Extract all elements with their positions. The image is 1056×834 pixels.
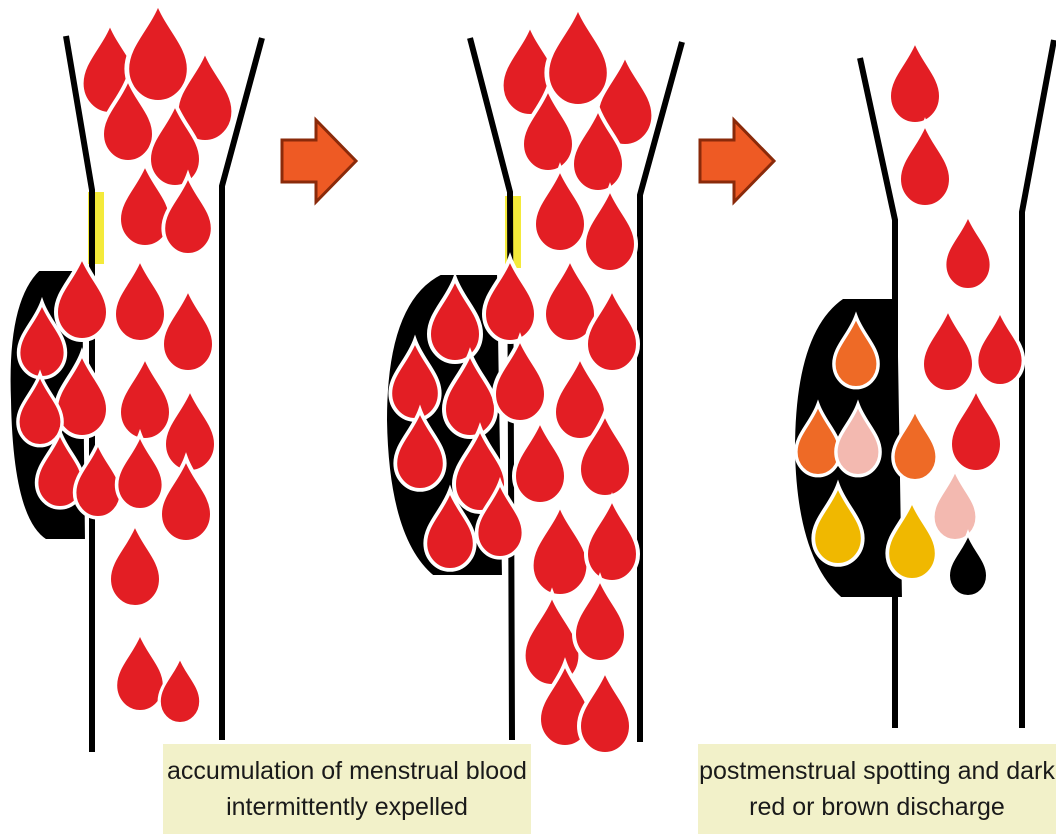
caption-postmenstrual-line-2: red or brown discharge <box>749 789 1005 825</box>
arrow-right-icon <box>282 120 356 202</box>
droplet-icon <box>160 458 212 542</box>
droplet-icon <box>945 214 992 290</box>
droplet-icon <box>115 632 164 712</box>
panel-3 <box>792 40 1054 728</box>
droplet-icon <box>114 258 166 342</box>
droplet-icon <box>584 188 636 272</box>
droplet-icon <box>164 388 216 472</box>
arrow-right-icon <box>700 120 774 202</box>
panel-2 <box>384 6 682 754</box>
droplet-icon <box>574 578 626 662</box>
caption-postmenstrual: postmenstrual spotting and dark red or b… <box>698 744 1056 834</box>
droplet-icon <box>117 434 164 510</box>
droplet-icon <box>547 6 609 107</box>
droplet-icon <box>159 656 201 723</box>
caption-accumulation-line-2: intermittently expelled <box>226 789 468 825</box>
droplet-icon <box>949 534 988 597</box>
droplet-icon <box>922 308 974 392</box>
droplet-icon <box>531 504 588 596</box>
droplet-icon <box>586 498 638 582</box>
droplet-icon <box>950 388 1002 472</box>
droplets-2 <box>390 6 653 754</box>
droplet-icon <box>977 310 1024 386</box>
droplet-icon <box>889 40 941 124</box>
droplet-icon <box>127 2 189 103</box>
droplet-icon <box>119 356 171 440</box>
droplet-icon <box>109 523 161 607</box>
droplet-icon <box>514 420 566 504</box>
caption-accumulation: accumulation of menstrual blood intermit… <box>163 744 531 834</box>
droplet-icon <box>899 123 951 207</box>
droplets-1 <box>18 2 234 724</box>
droplet-icon <box>162 288 214 372</box>
caption-accumulation-line-1: accumulation of menstrual blood <box>167 753 527 789</box>
droplet-icon <box>523 594 580 686</box>
panel-1 <box>8 2 262 752</box>
caption-postmenstrual-line-1: postmenstrual spotting and dark <box>699 753 1055 789</box>
droplet-icon <box>579 670 631 754</box>
droplet-icon <box>933 469 977 540</box>
fresh-droplets-3 <box>889 40 1023 472</box>
